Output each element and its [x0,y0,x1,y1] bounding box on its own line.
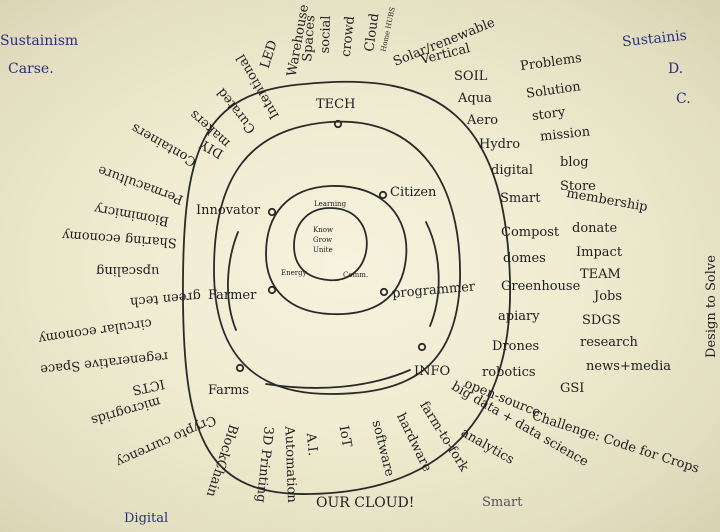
right-word: news+media [586,359,672,374]
left-word: upscaling [96,263,160,278]
inner-ring-label: Comm. [343,271,369,279]
bottom-left-note: Digital [124,511,169,526]
farmer-node [267,285,277,295]
top-left-note-line: Carse. [8,61,54,77]
center-ring [293,207,368,282]
right-word: research [580,335,638,350]
right-word: Aqua [458,91,492,106]
right-word: SDGS [582,313,621,328]
info-node [417,342,427,352]
right-word: blog [560,155,589,170]
right-word: digital [491,163,534,178]
programmer-node [379,287,389,297]
right-word: robotics [482,365,536,380]
lower-arc [265,369,411,389]
right-word: Store [560,179,596,194]
right-word: apiary [498,309,540,324]
top-left-note-line: Sustainism [0,33,79,49]
middle-ring-label: Farmer [208,288,257,303]
right-word: TEAM [580,267,621,282]
top-word: social [317,15,335,54]
outer-ring [182,80,511,495]
right-word: Drones [492,339,540,354]
right-word: Jobs [594,289,623,304]
center-word: Know [313,226,333,234]
bottom-center-note: OUR CLOUD! [316,495,415,511]
right-word: Smart [500,191,541,206]
lower-right-word: Automation [281,426,300,503]
top-right-note-line: D. [668,61,684,77]
right-word: Hydro [479,137,521,152]
lower-right-word: IoT [335,424,355,449]
inner-ring [265,185,408,315]
middle-arc-left [227,231,239,331]
innovator-node [267,207,277,217]
right-word: GSI [560,381,585,396]
farms-node [235,363,245,373]
right-word: Aero [467,113,499,128]
middle-arc-right [425,221,440,327]
right-word: domes [503,251,546,266]
bottom-right-note: Smart [482,495,523,510]
middle-ring-label: Citizen [390,185,437,200]
center-word: Grow [313,236,333,244]
top-right-note-line: C. [676,91,691,107]
tech-node [333,119,343,129]
citizen-node [378,190,388,200]
lower-right-word: A.I. [302,432,321,457]
middle-ring [213,120,461,395]
outer-ring-label: TECH [316,97,356,112]
inner-ring-label: Learning [314,200,347,208]
middle-ring-label: Innovator [196,203,261,218]
top-word: Spaces [300,14,319,63]
right-word: donate [572,221,618,236]
outer-ring-label: Farms [208,383,250,398]
right-word: Greenhouse [501,279,581,294]
design-note: Design to Solve [703,255,719,358]
center-word: Unite [313,246,333,254]
right-word: Impact [576,245,623,260]
right-word: SOIL [454,69,488,84]
right-word: Compost [501,225,560,240]
outer-ring-label: INFO [414,364,451,379]
inner-ring-label: Energy [281,269,307,277]
